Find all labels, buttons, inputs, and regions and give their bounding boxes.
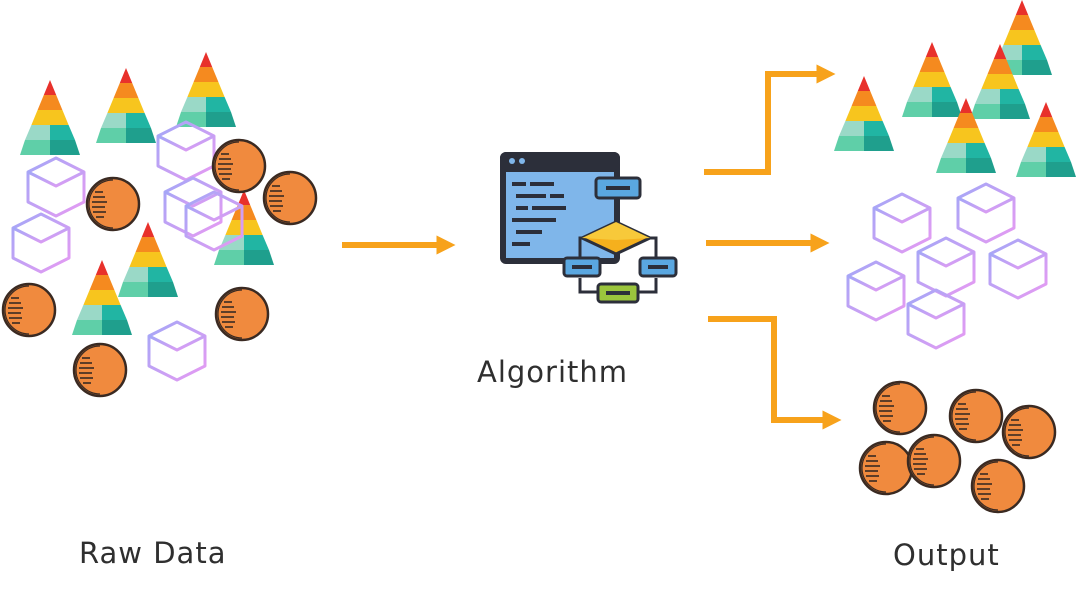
coin-icon — [948, 388, 1004, 444]
cube-icon — [846, 260, 906, 322]
coin-icon — [72, 342, 128, 398]
pyramid-icon — [20, 80, 80, 155]
cube-icon — [26, 156, 86, 218]
cube-icon — [872, 192, 932, 254]
pyramid-icon — [72, 260, 132, 335]
cube-icon — [147, 320, 207, 382]
coin-icon — [970, 458, 1026, 514]
cube-icon — [906, 288, 966, 350]
raw-data-cluster — [1, 52, 318, 398]
pyramid-icon — [176, 52, 236, 127]
algorithm-label: Algorithm — [477, 355, 629, 389]
output-label: Output — [893, 538, 1000, 572]
coin-icon — [858, 440, 914, 496]
output-pyramids-group — [834, 0, 1076, 177]
pyramid-icon — [96, 68, 156, 143]
coin-icon — [906, 433, 962, 489]
pyramid-icon — [902, 42, 962, 117]
raw-data-label: Raw Data — [79, 536, 227, 570]
coin-icon — [262, 170, 318, 226]
pyramid-icon — [118, 222, 178, 297]
algorithm-flowchart-icon — [500, 152, 678, 304]
cube-icon — [11, 212, 71, 274]
coin-icon — [211, 138, 267, 194]
cube-icon — [988, 238, 1048, 300]
cube-icon — [156, 120, 216, 182]
cube-icon — [916, 236, 976, 298]
coin-icon — [1, 282, 57, 338]
coin-icon — [872, 380, 928, 436]
coin-icon — [1001, 404, 1057, 460]
pyramid-icon — [834, 76, 894, 151]
cube-icon — [956, 182, 1016, 244]
output-arrow-pyramids-icon — [704, 64, 836, 175]
coin-icon — [214, 286, 270, 342]
output-cubes-group — [846, 182, 1048, 350]
coin-icon — [85, 176, 141, 232]
output-arrow-coins-icon — [708, 316, 842, 430]
output-coins-group — [858, 380, 1057, 514]
